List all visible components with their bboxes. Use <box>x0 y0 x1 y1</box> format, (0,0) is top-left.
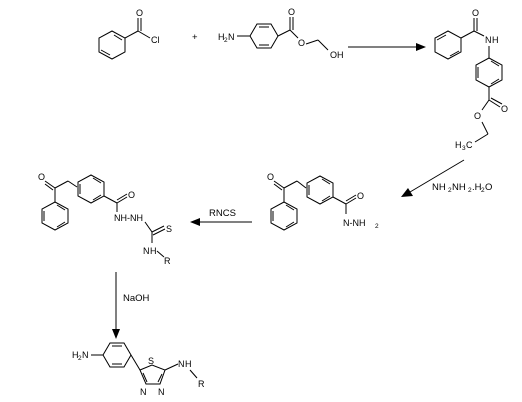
hydrazine-nh2-label: NH <box>452 182 466 193</box>
thiosemicarbazide: O O NH-NH S N H R <box>38 172 172 266</box>
thio-amide-o-label: O <box>128 190 135 200</box>
arrow-4: NaOH <box>112 272 150 339</box>
thiadiazole-n2-label: N <box>158 387 165 397</box>
ester-carbonyl-o-label: O <box>501 104 508 114</box>
thione-s-label: S <box>166 224 172 234</box>
hydrazine-o-label: O <box>485 182 492 193</box>
hydrazide-n-label: N-NH <box>343 218 366 228</box>
product-amine-sub: 2 <box>78 355 82 362</box>
hydrazine-nh-label: NH <box>432 182 446 193</box>
thiadiazole-s-label: S <box>148 356 154 366</box>
carbonyl-o-label: O <box>288 7 295 17</box>
amine-h-label: H <box>218 32 225 42</box>
hydrazine-h2o-label: .H <box>472 182 482 193</box>
thio-r-label: R <box>164 256 171 266</box>
hydrazine-sub3: 2 <box>481 187 485 194</box>
rncs-label: RNCS <box>209 208 236 219</box>
amine-sub-label: 2 <box>224 37 228 44</box>
amide-o-label: O <box>472 8 479 18</box>
product-amine-h: H <box>72 350 79 360</box>
amine-n-label: N <box>228 32 235 42</box>
benzamido-ester: O N H O O H 3 C <box>434 8 508 152</box>
amide-n-label: N <box>485 35 492 45</box>
thiadiazole-n1-label: N <box>140 387 147 397</box>
benzoyl-chloride: O Cl <box>98 8 160 60</box>
thio-nh-label: N <box>143 246 150 256</box>
arrow-1 <box>348 43 426 51</box>
hydroxyl-label: OH <box>330 50 344 60</box>
methyl-c-label: C <box>466 140 473 150</box>
oxygen-label: O <box>136 8 143 18</box>
naoh-label: NaOH <box>123 293 150 304</box>
plus-sign: + <box>192 32 198 43</box>
product-amine-n: N <box>82 350 89 360</box>
thio-nh-h-label: H <box>150 246 157 256</box>
hydrazide: O O N-NH 2 <box>267 172 379 231</box>
thiadiazole-product: H 2 N S N N N H R <box>72 342 205 397</box>
chlorine-label: Cl <box>151 35 160 45</box>
ester-o2-label: O <box>474 111 481 121</box>
ketone-o-label: O <box>267 172 274 182</box>
product-nh-n: N <box>178 359 185 369</box>
arrow-3: RNCS <box>190 208 252 226</box>
arrow-2: NH 2 NH 2 .H 2 O <box>401 159 492 197</box>
hydrazine-sub1: 2 <box>448 187 452 194</box>
nhnh-label: NH-NH <box>114 213 143 223</box>
hydrazide-o-label: O <box>357 191 364 201</box>
ester-o-label: O <box>298 38 305 48</box>
methyl-h-label: H <box>455 140 462 150</box>
product-r-label: R <box>198 379 205 389</box>
thio-ketone-o-label: O <box>38 172 45 182</box>
hydrazine-sub2: 2 <box>468 187 472 194</box>
amide-h-label: H <box>492 35 499 45</box>
hydrazide-sub-label: 2 <box>375 223 379 230</box>
aminobenzoate-ester: H 2 N O O OH <box>218 7 344 60</box>
product-nh-h: H <box>185 359 192 369</box>
methyl-sub-label: 3 <box>462 145 466 152</box>
